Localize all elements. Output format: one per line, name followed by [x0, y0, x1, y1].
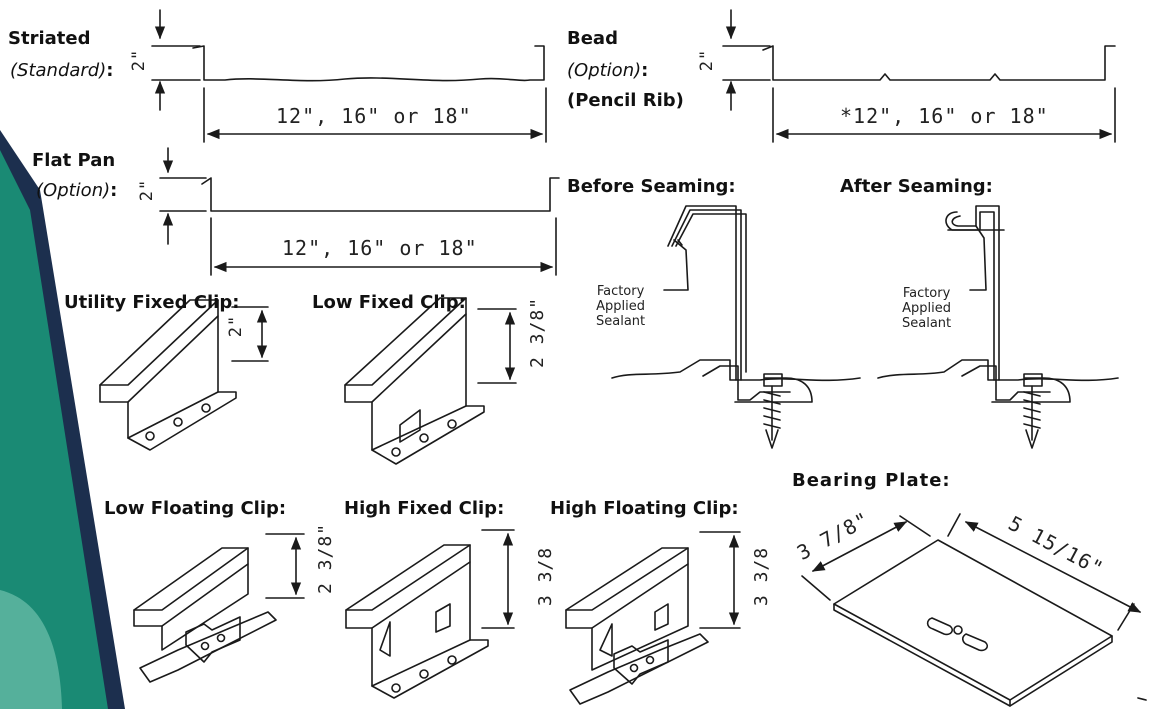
utility-fixed-clip-label: Utility Fixed Clip: — [64, 292, 240, 313]
utility-clip-height-dim: 2" — [226, 314, 247, 338]
flat-pan-height-dim: 2" — [137, 178, 158, 202]
bearing-plate-label: Bearing Plate: — [792, 470, 951, 491]
high-fixed-height-dim: 3 3/8 — [535, 546, 557, 607]
high-fixed-clip-label: High Fixed Clip: — [344, 498, 505, 519]
striated-panel-profile — [151, 9, 547, 143]
sealant-leader-before — [663, 239, 689, 291]
before-seaming-label: Before Seaming: — [567, 176, 736, 197]
striated-height-dim: 2" — [129, 48, 150, 72]
bead-sub-text: (Option) — [567, 60, 642, 81]
utility-fixed-clip-drawing — [99, 299, 269, 451]
flat-pan-width-dim: 12", 16" or 18" — [282, 236, 478, 260]
low-floating-clip-drawing — [133, 533, 305, 683]
striated-colon: : — [106, 60, 114, 81]
after-seaming-detail — [877, 205, 1119, 449]
striated-sub-text: (Standard) — [10, 60, 107, 81]
high-floating-clip-drawing — [565, 531, 741, 705]
flat-pan-sub-text: (Option) — [36, 180, 111, 201]
striated-label: Striated — [8, 28, 91, 49]
flat-pan-sub-label: (Option): — [36, 180, 117, 201]
striated-width-dim: 12", 16" or 18" — [276, 104, 472, 128]
low-fixed-height-dim: 2 3/8" — [527, 296, 549, 369]
bead-colon: : — [641, 60, 649, 81]
left-decorative-band — [0, 130, 125, 709]
high-fixed-clip-drawing — [345, 529, 515, 699]
bead-label: Bead — [567, 28, 618, 49]
before-seaming-detail — [611, 205, 861, 449]
bead-height-dim: 2" — [697, 48, 718, 72]
high-floating-clip-label: High Floating Clip: — [550, 498, 739, 519]
low-floating-clip-label: Low Floating Clip: — [104, 498, 287, 519]
flat-pan-colon: : — [110, 180, 118, 201]
bearing-plate-drawing — [801, 513, 1147, 707]
sealant-note-before: Factory Applied Sealant — [596, 284, 646, 329]
low-floating-height-dim: 2 3/8" — [315, 522, 337, 595]
bead-width-dim: *12", 16" or 18" — [840, 104, 1049, 128]
pencil-rib-label: (Pencil Rib) — [567, 90, 684, 111]
bead-sub-label: (Option): — [567, 60, 648, 81]
low-fixed-clip-label: Low Fixed Clip: — [312, 292, 466, 313]
striated-sub-label: (Standard): — [10, 60, 113, 81]
sealant-note-after: Factory Applied Sealant — [902, 286, 952, 331]
high-floating-height-dim: 3 3/8 — [751, 546, 773, 607]
low-fixed-clip-drawing — [344, 297, 517, 465]
after-seaming-label: After Seaming: — [840, 176, 993, 197]
flat-pan-profile — [159, 147, 560, 276]
flat-pan-label: Flat Pan — [32, 150, 116, 171]
sealant-leader-after — [969, 225, 987, 291]
bead-panel-profile — [722, 9, 1116, 143]
